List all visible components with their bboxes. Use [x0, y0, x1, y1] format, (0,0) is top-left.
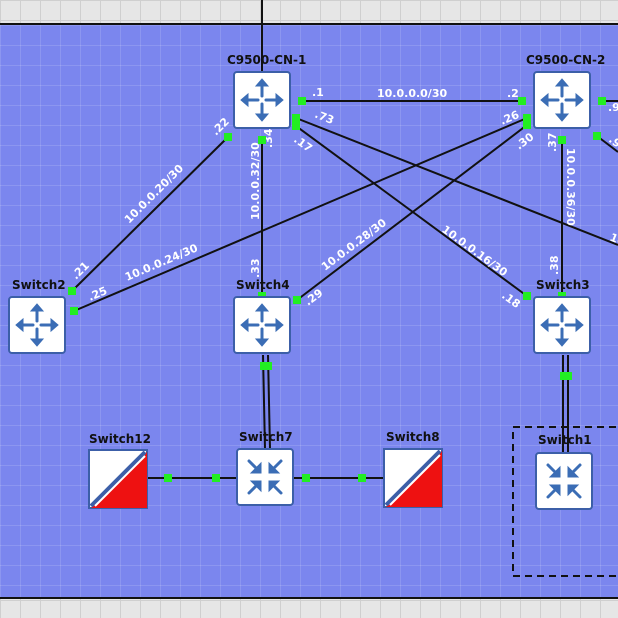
device-label: Switch2 — [12, 278, 66, 292]
port-dot[interactable] — [70, 307, 78, 315]
port-label: .18 — [499, 289, 522, 311]
port-label: .1 — [312, 86, 324, 99]
port-dot[interactable] — [302, 474, 310, 482]
port-label: .73 — [313, 108, 336, 127]
device-label: Switch3 — [536, 278, 590, 292]
device-label: Switch7 — [239, 430, 293, 444]
port-dot[interactable] — [224, 133, 232, 141]
link-cn1-offscreen[interactable] — [295, 117, 618, 246]
link-cn2-switch2[interactable] — [73, 117, 528, 312]
port-dot[interactable] — [293, 296, 301, 304]
port-dot[interactable] — [298, 97, 306, 105]
device-cn1[interactable]: C9500-CN-1 — [227, 53, 306, 130]
link-label-cn1-switch4: 10.0.0.32/30 — [249, 142, 262, 220]
router-icon[interactable] — [532, 295, 592, 355]
switch-icon[interactable] — [534, 451, 594, 511]
device-switch1[interactable]: Switch1 — [534, 433, 594, 511]
link-switch4-switch7-a[interactable] — [262, 354, 266, 450]
router-icon[interactable] — [7, 295, 67, 355]
switch-icon[interactable] — [235, 447, 295, 507]
port-dot[interactable] — [560, 372, 572, 380]
link-label-cn1-cn2: 10.0.0.0/30 — [377, 87, 447, 100]
port-dot[interactable] — [260, 362, 272, 370]
device-label: C9500-CN-2 — [526, 53, 605, 67]
device-label: C9500-CN-1 — [227, 53, 306, 67]
port-dot[interactable] — [292, 114, 300, 122]
port-dot[interactable] — [258, 136, 266, 144]
cloud-icon[interactable] — [382, 447, 444, 509]
port-label: .25 — [86, 284, 109, 304]
router-icon[interactable] — [232, 70, 292, 130]
port-dot[interactable] — [598, 97, 606, 105]
device-switch3[interactable]: Switch3 — [532, 278, 592, 355]
device-switch8[interactable]: Switch8 — [382, 430, 444, 509]
port-dot[interactable] — [523, 121, 531, 129]
link-label-cn1-switch2: 10.0.0.20/30 — [122, 162, 186, 226]
port-dot[interactable] — [212, 474, 220, 482]
link-label-cn2-switch3: 10.0.0.36/30 — [564, 148, 577, 226]
port-dot[interactable] — [68, 287, 76, 295]
port-dot[interactable] — [518, 97, 526, 105]
device-label: Switch1 — [538, 433, 592, 447]
device-switch2[interactable]: Switch2 — [7, 278, 67, 355]
link-switch4-switch7-b[interactable] — [267, 354, 271, 450]
link-cn1-switch3[interactable] — [295, 125, 528, 297]
port-label: .29 — [302, 286, 325, 308]
port-dot[interactable] — [558, 136, 566, 144]
link-label-cn1-switch3: 10.0.0.16/30 — [439, 223, 510, 279]
cloud-icon[interactable] — [87, 448, 149, 510]
port-dot[interactable] — [292, 122, 300, 130]
port-label: .2 — [507, 87, 519, 100]
device-cn2[interactable]: C9500-CN-2 — [526, 53, 605, 130]
link-cn1-switch2[interactable] — [71, 136, 229, 292]
port-dot[interactable] — [523, 292, 531, 300]
port-dots — [68, 97, 606, 482]
link-label-cn1-offscreen: 10.0.0. — [608, 231, 618, 259]
router-icon[interactable] — [532, 70, 592, 130]
port-dot[interactable] — [523, 114, 531, 122]
port-label: .9 — [606, 133, 618, 151]
port-dot[interactable] — [593, 132, 601, 140]
device-label: Switch8 — [386, 430, 440, 444]
port-dot[interactable] — [164, 474, 172, 482]
port-label: .38 — [548, 256, 561, 276]
device-switch7[interactable]: Switch7 — [235, 430, 295, 507]
port-label: .37 — [546, 133, 559, 153]
device-switch4[interactable]: Switch4 — [232, 278, 292, 355]
port-dot[interactable] — [358, 474, 366, 482]
port-label: .21 — [69, 259, 92, 282]
port-label: .33 — [249, 259, 262, 279]
device-switch12[interactable]: Switch12 — [87, 432, 151, 510]
device-label: Switch4 — [236, 278, 290, 292]
port-label: .26 — [498, 108, 521, 128]
port-label: .9 — [608, 101, 618, 114]
device-label: Switch12 — [89, 432, 151, 446]
router-icon[interactable] — [232, 295, 292, 355]
link-label-cn2-switch4: 10.0.0.28/30 — [319, 216, 389, 273]
